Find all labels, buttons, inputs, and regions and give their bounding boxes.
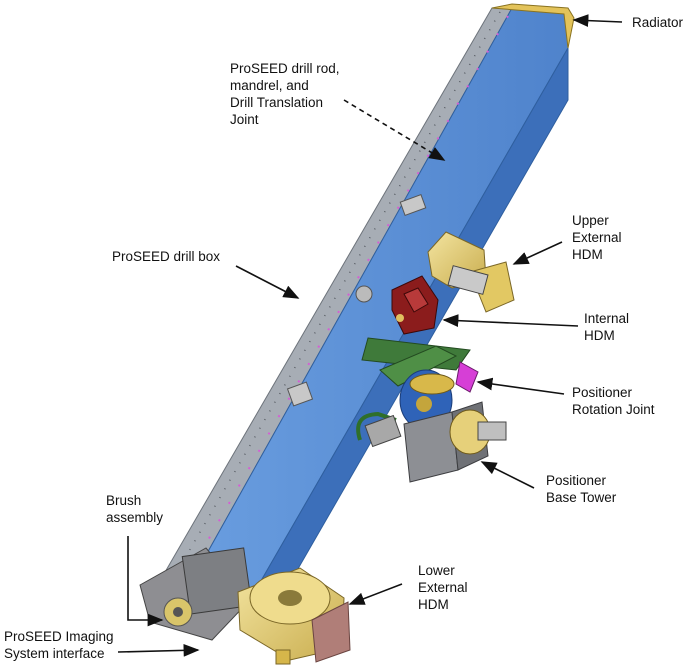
label-drill-box: ProSEED drill box [112, 249, 221, 264]
arrow-drill-box [235, 265, 300, 299]
arrow-drill-rod [343, 99, 446, 161]
arrow-lower-hdm [348, 583, 403, 605]
arrow-brush [127, 536, 164, 627]
arrow-internal-hdm [442, 314, 579, 328]
lower-gearbox [181, 547, 253, 615]
lower-hdm-part [237, 567, 351, 665]
lower-end-block [139, 547, 253, 641]
positioner-arm [356, 337, 471, 448]
label-brush: Brush assembly [106, 493, 164, 525]
arrow-base-tower [480, 461, 535, 489]
leaders [117, 14, 623, 657]
label-drill-rod: ProSEED drill rod, mandrel, and Drill Tr… [230, 61, 340, 127]
label-base-tower: Positioner Base Tower [546, 473, 617, 505]
internal-hdm-part [391, 275, 439, 335]
label-imaging: ProSEED Imaging System interface [4, 629, 114, 661]
label-internal-hdm: Internal HDM [584, 311, 630, 343]
box-fitting-2 [286, 381, 314, 407]
box-fitting-3 [355, 285, 373, 303]
imaging-interface-center [173, 607, 183, 617]
label-lower-hdm: Lower External HDM [418, 563, 468, 612]
arrow-radiator [572, 14, 623, 27]
upper-hdm-part [427, 231, 515, 313]
base-tower-part [403, 401, 507, 483]
arrow-rotation-joint [476, 377, 565, 395]
arrow-imaging [117, 643, 200, 657]
box-fitting-1 [399, 194, 427, 216]
label-rotation-joint: Positioner Rotation Joint [572, 385, 655, 417]
arrow-upper-hdm [512, 241, 563, 265]
label-radiator: Radiator [632, 15, 684, 30]
label-upper-hdm: Upper External HDM [572, 213, 622, 262]
